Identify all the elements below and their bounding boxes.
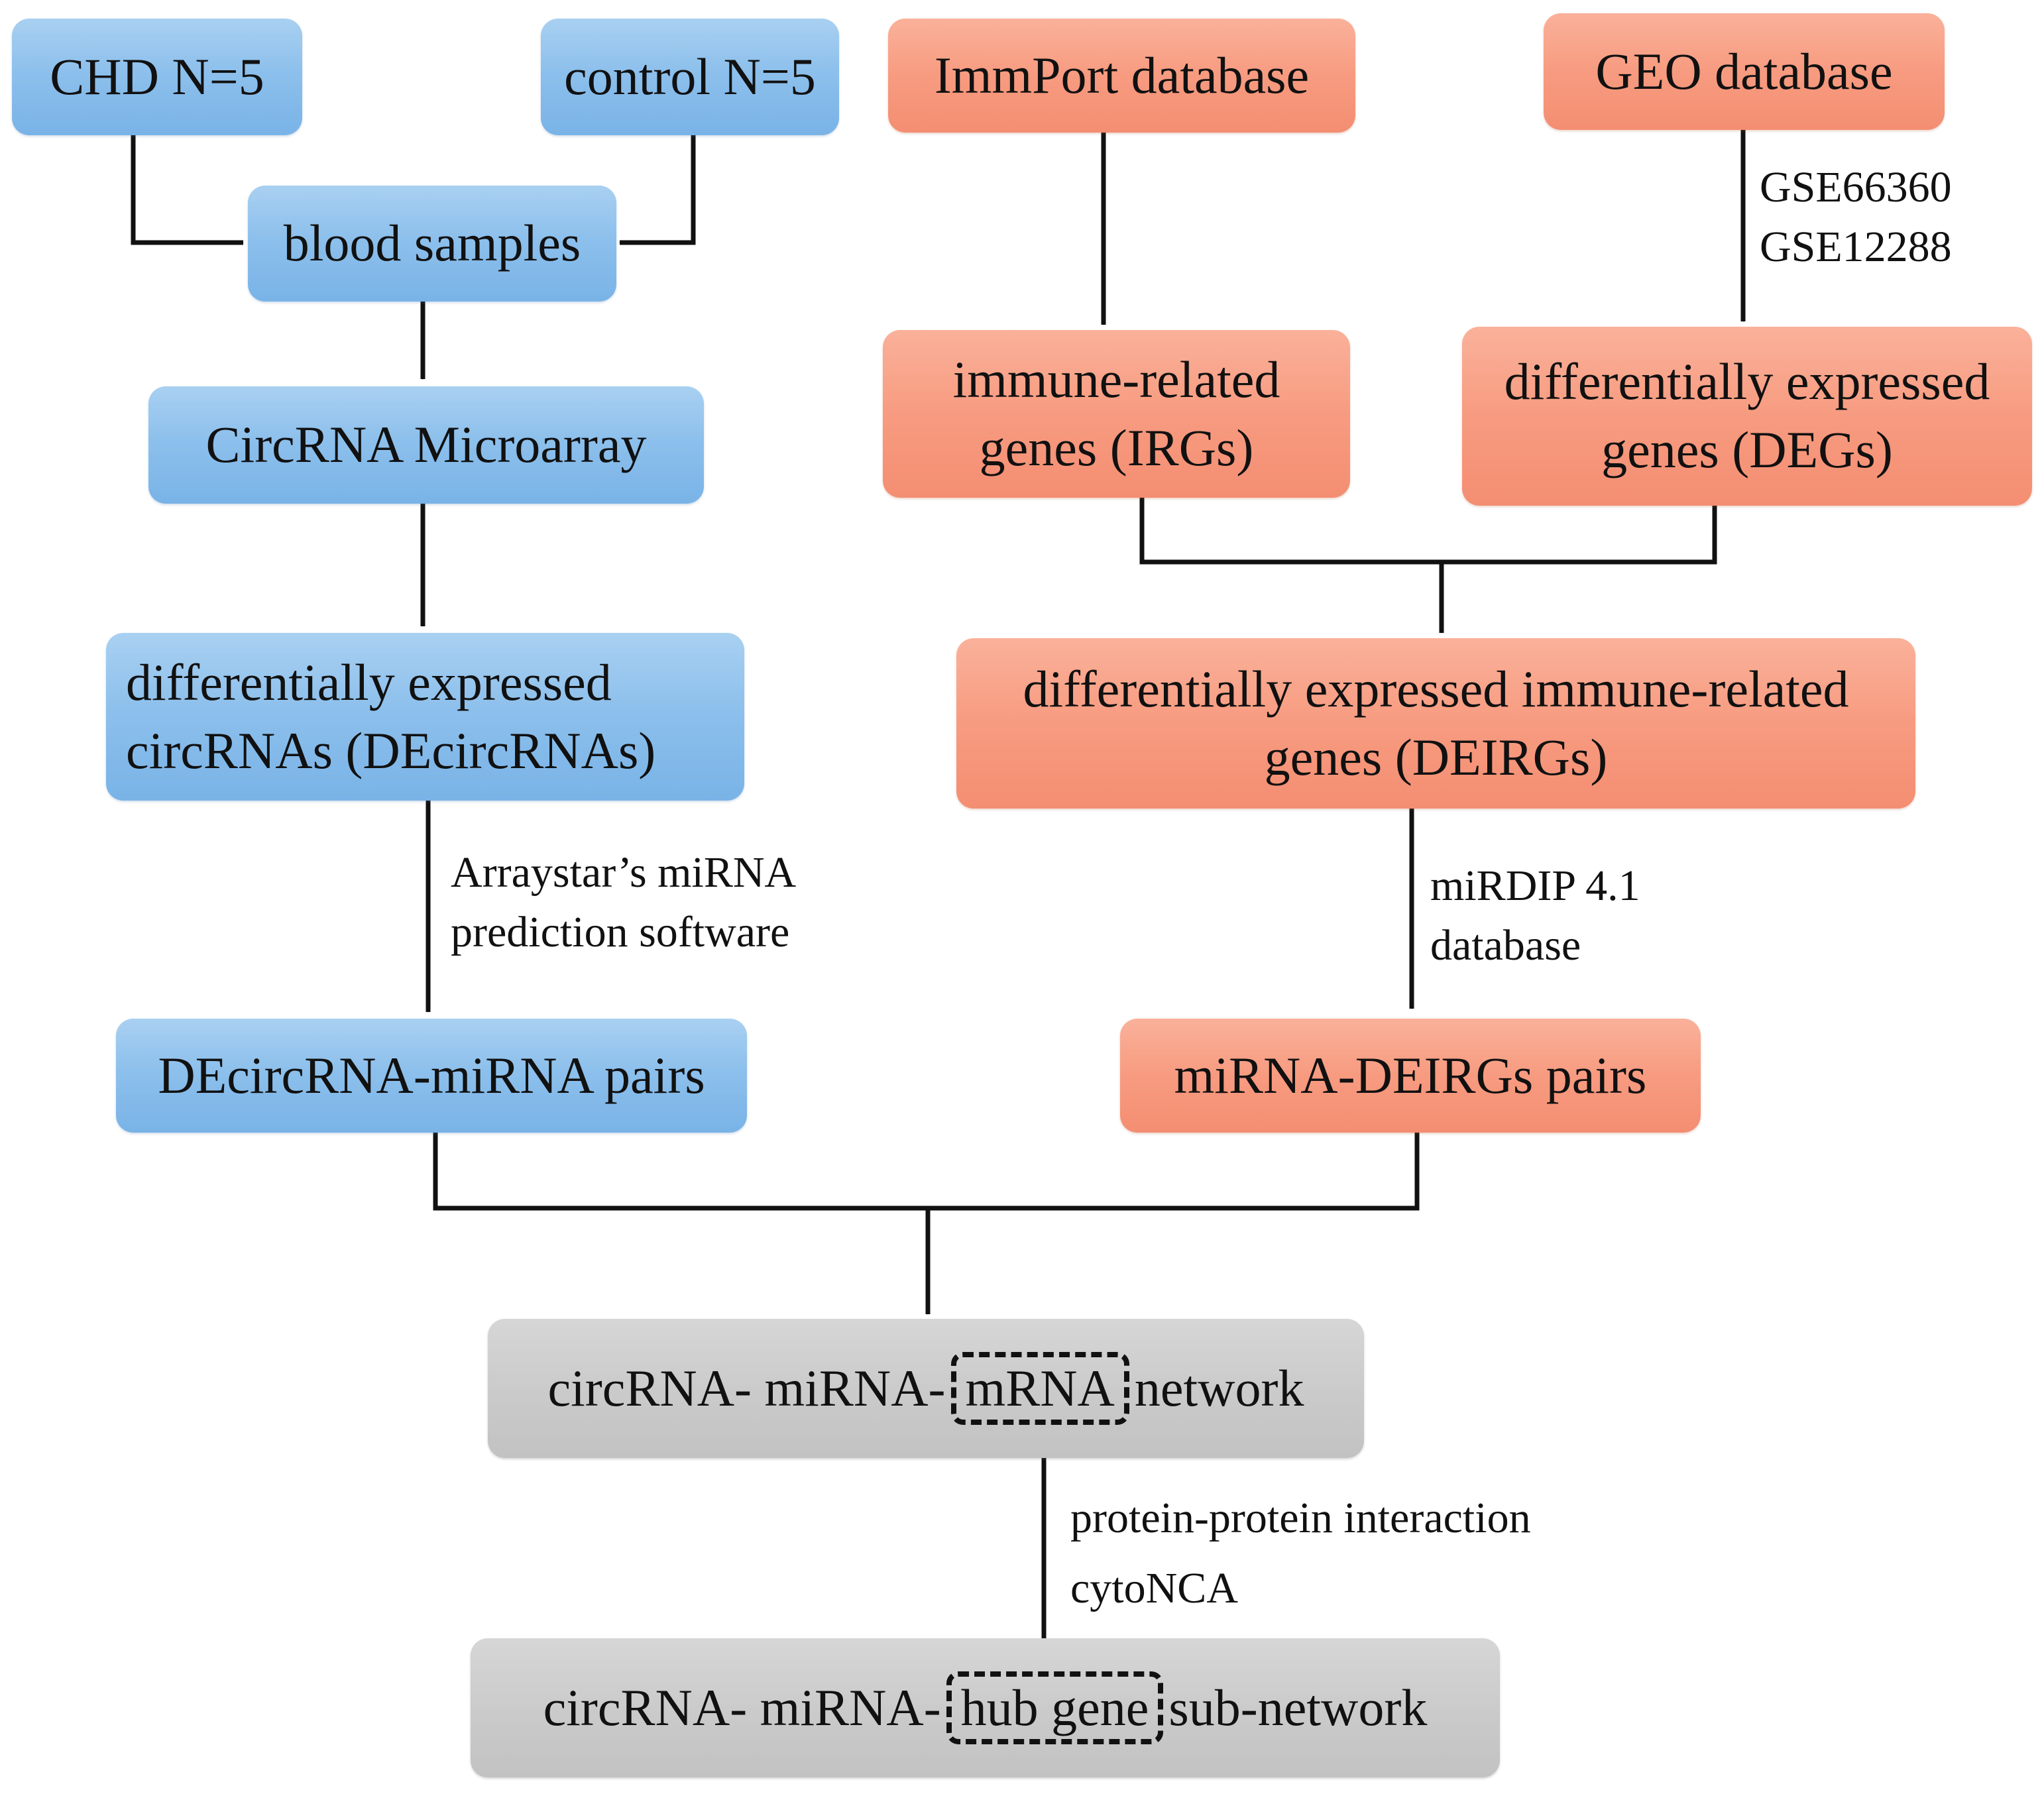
- circrna-microarray-node: CircRNA Microarray: [148, 386, 704, 504]
- geo-database-node: GEO database: [1544, 13, 1945, 130]
- arrow-chd-to-blood-samples: [131, 135, 244, 245]
- network-label-suffix: network: [1134, 1359, 1304, 1418]
- arraystar-line2: prediction software: [451, 907, 790, 956]
- ppi-line2: cytoNCA: [1070, 1563, 1238, 1612]
- mirna-deirgs-pairs-node: miRNA-DEIRGs pairs: [1120, 1019, 1701, 1133]
- control-node: control N=5: [541, 19, 839, 135]
- arrow-control-to-blood-samples: [619, 135, 696, 245]
- decircrnas-node: differentially expressed circRNAs (DEcir…: [106, 633, 744, 801]
- mirdip-database-label: miRDIP 4.1 database: [1430, 856, 1640, 976]
- immport-database-label: ImmPort database: [934, 46, 1310, 104]
- decircrna-mirna-pairs-node: DEcircRNA-miRNA pairs: [116, 1019, 747, 1133]
- blood-samples-label: blood samples: [283, 214, 581, 272]
- immport-database-node: ImmPort database: [888, 19, 1355, 133]
- chd-node-label: CHD N=5: [50, 47, 264, 105]
- geo-dataset-1: GSE66360: [1760, 163, 1952, 211]
- irgs-label-line1: immune-related: [952, 350, 1280, 408]
- ppi-cytonca-label: protein-protein interaction cytoNCA: [1070, 1483, 1531, 1623]
- decircrnas-label-line2: circRNAs (DEcircRNAs): [126, 721, 656, 779]
- circrna-microarray-label: CircRNA Microarray: [205, 416, 647, 474]
- degs-label-line2: genes (DEGs): [1601, 421, 1893, 478]
- decircrna-mirna-pairs-label: DEcircRNA-miRNA pairs: [158, 1046, 705, 1104]
- irgs-label-line2: genes (IRGs): [979, 418, 1254, 477]
- deirgs-node: differentially expressed immune-related …: [956, 638, 1915, 809]
- degs-node: differentially expressed genes (DEGs): [1462, 327, 2032, 506]
- chd-node: CHD N=5: [12, 19, 302, 135]
- geo-database-label: GEO database: [1595, 42, 1893, 100]
- blood-samples-node: blood samples: [248, 186, 616, 302]
- network-label-prefix: circRNA- miRNA-: [547, 1359, 946, 1418]
- arraystar-line1: Arraystar’s miRNA: [451, 848, 797, 897]
- connector-irgs-degs-merge: [1139, 498, 1717, 565]
- hub-gene-dashed-highlight: hub gene: [946, 1671, 1164, 1744]
- geo-dataset-2: GSE12288: [1760, 222, 1952, 271]
- mrna-dashed-highlight: mRNA: [950, 1352, 1129, 1425]
- subnetwork-label-suffix: sub-network: [1168, 1679, 1428, 1737]
- mirdip-line2: database: [1430, 921, 1581, 970]
- mirdip-line1: miRDIP 4.1: [1430, 862, 1640, 910]
- irgs-node: immune-related genes (IRGs): [883, 330, 1350, 498]
- subnetwork-label-prefix: circRNA- miRNA-: [543, 1679, 941, 1737]
- control-node-label: control N=5: [564, 47, 816, 105]
- deirgs-label-line1: differentially expressed immune-related: [1023, 659, 1849, 718]
- arraystar-software-label: Arraystar’s miRNA prediction software: [451, 843, 796, 962]
- geo-datasets-label: GSE66360 GSE12288: [1760, 158, 1952, 277]
- ppi-line1: protein-protein interaction: [1070, 1494, 1531, 1542]
- connector-pairs-merge: [433, 1133, 1420, 1211]
- deirgs-label-line2: genes (DEIRGs): [1264, 728, 1608, 786]
- decircrnas-label-line1: differentially expressed: [126, 653, 612, 711]
- degs-label-line1: differentially expressed: [1504, 353, 1990, 411]
- mirna-deirgs-pairs-label: miRNA-DEIRGs pairs: [1174, 1046, 1647, 1104]
